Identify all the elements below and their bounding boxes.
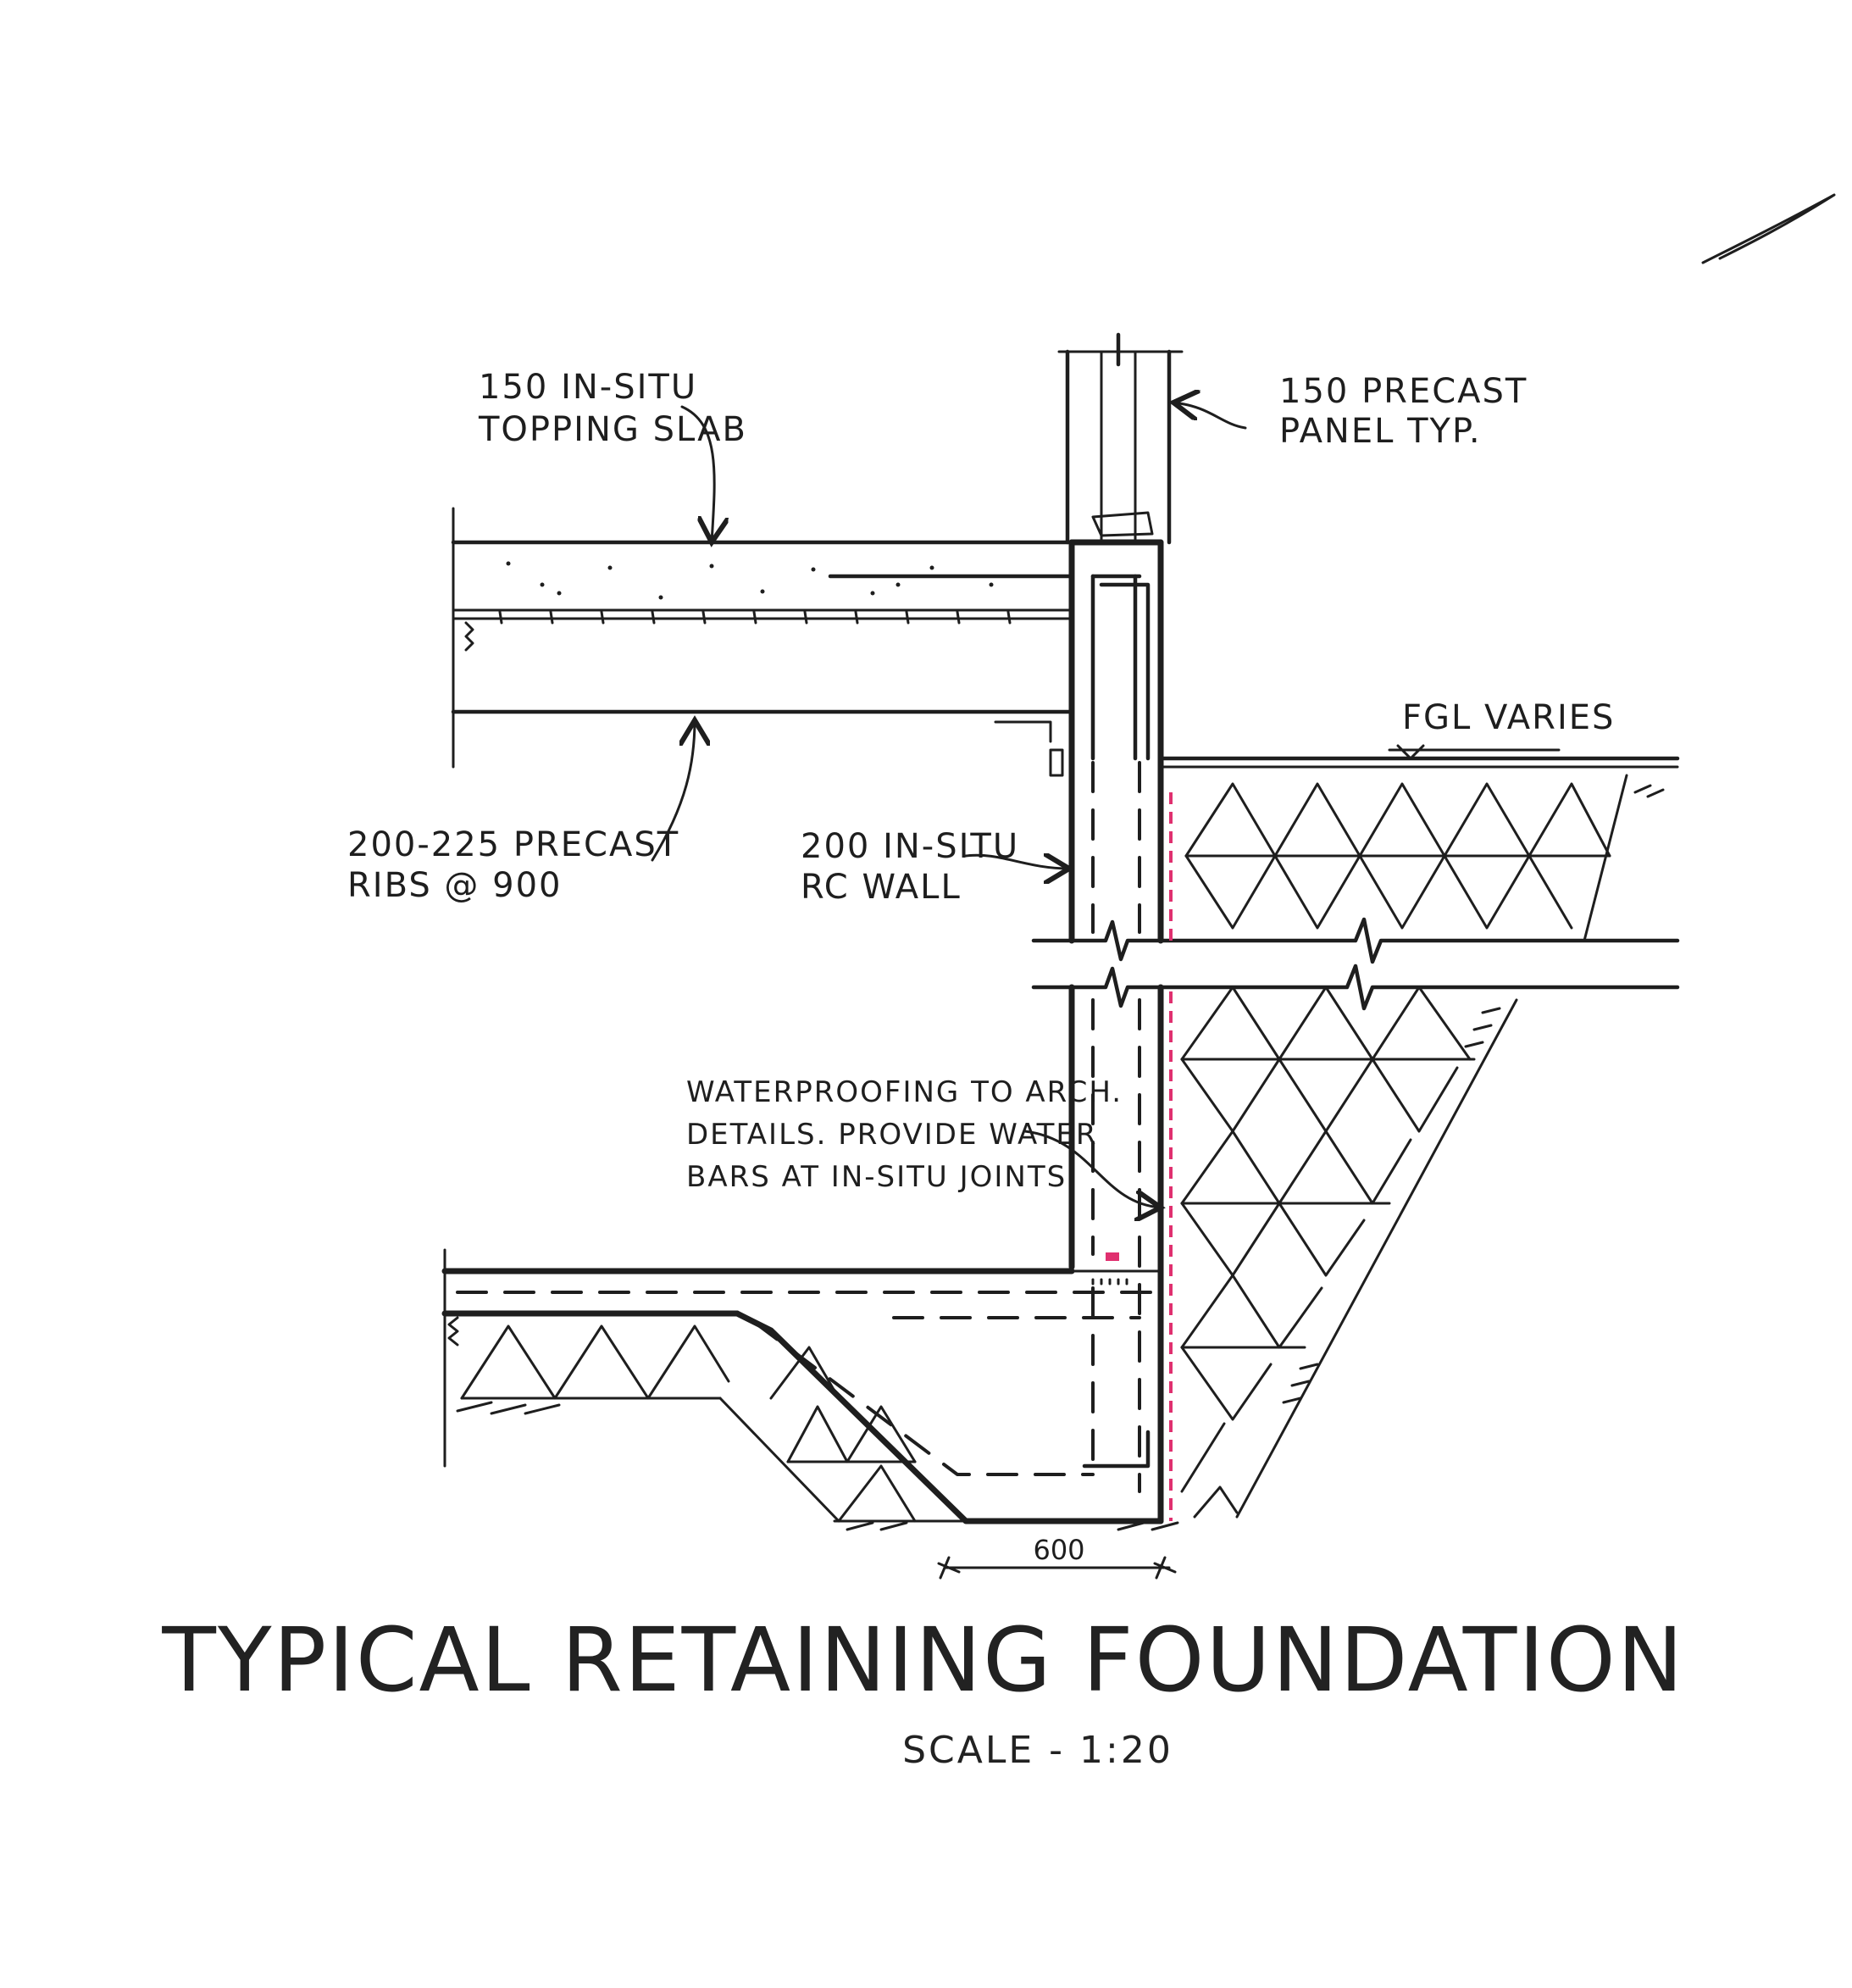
precast-panel — [1057, 332, 1184, 545]
note-line: PANEL TYP. — [1279, 412, 1482, 451]
backfill-hatch-upper — [1184, 774, 1665, 942]
note-rc-wall: 200 IN-SITU RC WALL — [801, 827, 1019, 907]
note-fgl: FGL VARIES — [1402, 698, 1615, 737]
topping-slab — [451, 507, 1074, 769]
note-line: 150 PRECAST — [1279, 372, 1528, 411]
note-waterproofing: WATERPROOFING TO ARCH. DETAILS. PROVIDE … — [686, 1075, 1123, 1194]
note-line: 150 IN-SITU — [479, 368, 697, 407]
note-line: 200-225 PRECAST — [347, 825, 679, 864]
note-line: FGL VARIES — [1402, 698, 1615, 737]
break-lines — [1031, 917, 1680, 1011]
rc-wall-upper — [1068, 539, 1164, 944]
note-line: 200 IN-SITU — [801, 827, 1019, 866]
leader-lines — [651, 403, 1247, 1208]
water-bar — [1106, 1252, 1119, 1261]
note-line: BARS AT IN-SITU JOINTS — [686, 1160, 1067, 1194]
footing-dimension: 600 — [937, 1534, 1177, 1580]
rc-wall-lower — [1068, 984, 1164, 1524]
note-line: TOPPING SLAB — [478, 410, 747, 449]
backfill-hatch-lower — [1180, 986, 1518, 1519]
dimension-label: 600 — [1033, 1534, 1084, 1566]
note-line: DETAILS. PROVIDE WATER — [686, 1118, 1098, 1152]
precast-rib — [451, 709, 1074, 777]
subgrade-hatch — [456, 1324, 1179, 1531]
finished-ground-level — [1158, 744, 1680, 769]
note-line: RC WALL — [801, 868, 962, 907]
pen-stroke-mark — [1701, 193, 1836, 264]
note-precast-panel: 150 PRECAST PANEL TYP. — [1279, 372, 1528, 451]
note-line: WATERPROOFING TO ARCH. — [686, 1075, 1123, 1109]
drawing-title: TYPICAL RETAINING FOUNDATION — [161, 1608, 1684, 1712]
note-line: RIBS @ 900 — [347, 866, 563, 905]
note-precast-ribs: 200-225 PRECAST RIBS @ 900 — [347, 825, 679, 905]
note-topping-slab: 150 IN-SITU TOPPING SLAB — [478, 368, 747, 449]
ground-slab-footing — [441, 1248, 1164, 1524]
drawing-scale: SCALE - 1:20 — [902, 1729, 1173, 1772]
